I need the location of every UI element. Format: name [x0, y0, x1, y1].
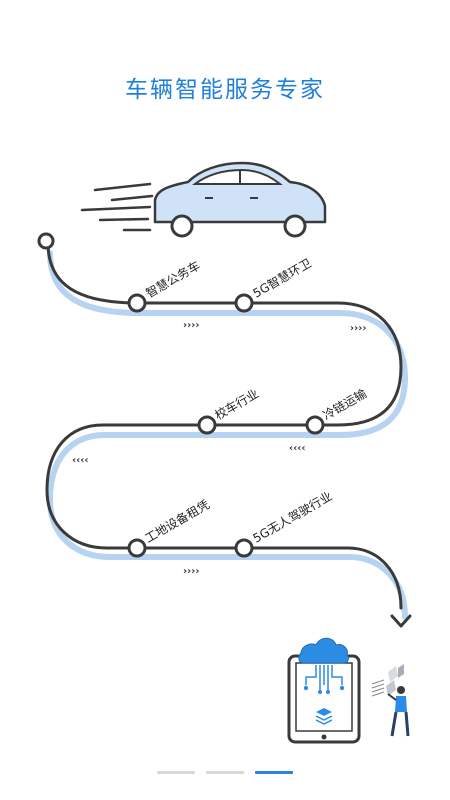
road-path	[45, 241, 403, 610]
station-marker	[197, 415, 217, 435]
station-label: 5G智慧环卫	[250, 255, 314, 300]
direction-arrows-left-2: ‹‹‹‹	[72, 455, 88, 466]
road-shadow	[46, 250, 409, 620]
speed-lines	[80, 182, 154, 232]
direction-arrows-right-1: ››››	[183, 320, 199, 331]
station-marker	[234, 293, 254, 313]
direction-arrows-left-1: ‹‹‹‹	[289, 443, 305, 454]
page-indicator-3-active[interactable]	[255, 771, 293, 774]
direction-arrows-right-3: ››››	[183, 566, 199, 577]
route-start-marker	[37, 232, 55, 250]
station-label: 冷链运输	[320, 386, 369, 423]
car-illustration	[153, 161, 327, 238]
direction-arrows-right-2: ››››	[350, 323, 366, 334]
page-indicator-1[interactable]	[157, 771, 195, 774]
cloud-tablet-illustration	[287, 637, 410, 744]
station-marker	[234, 538, 254, 558]
station-label: 智慧公务车	[143, 258, 202, 301]
station-label: 5G无人驾驶行业	[250, 488, 335, 545]
station-marker	[127, 293, 147, 313]
page-title: 车辆智能服务专家	[125, 77, 325, 103]
page-indicator-2[interactable]	[206, 771, 244, 774]
station-markers	[127, 293, 325, 558]
station-marker	[127, 538, 147, 558]
station-label: 工地设备租凭	[142, 497, 212, 546]
chevron-down-icon	[390, 614, 412, 628]
station-label: 校车行业	[212, 386, 261, 423]
station-marker	[305, 415, 325, 435]
